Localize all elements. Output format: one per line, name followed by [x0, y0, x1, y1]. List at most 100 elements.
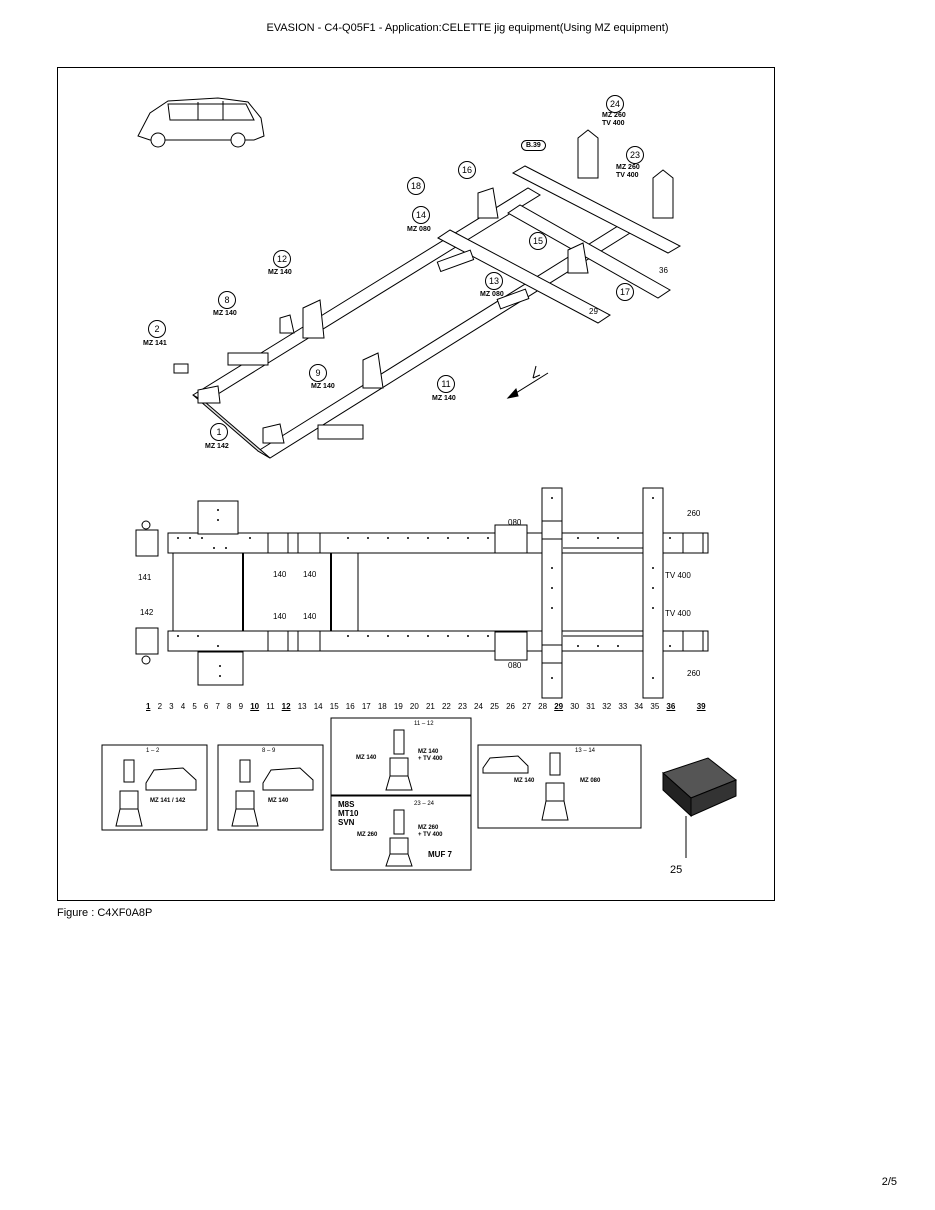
plan-080-bottom: 080 — [508, 661, 522, 670]
scale-mark: 27 — [522, 702, 532, 711]
scale-mark: 23 — [458, 702, 467, 711]
callout-8-code: MZ 140 — [213, 310, 237, 317]
panel-3-range: 11 – 12 — [414, 721, 434, 727]
callout-11-code: MZ 140 — [432, 395, 456, 402]
page-header: EVASION - C4-Q05F1 - Application:CELETTE… — [266, 22, 669, 34]
plan-140-c: 140 — [273, 612, 287, 621]
scale-mark: 12 — [281, 702, 291, 711]
scale-mark: 11 — [266, 702, 275, 711]
callout-15: 15 — [529, 231, 547, 250]
scale-mark: 36 — [666, 702, 676, 711]
callout-14-code: MZ 080 — [407, 226, 431, 233]
scale-mark: 5 — [192, 702, 197, 711]
scale-mark: 31 — [586, 702, 596, 711]
plan-140-d: 140 — [303, 612, 317, 621]
callout-8: 8 — [218, 290, 236, 309]
panel-1-code: MZ 141 / 142 — [150, 798, 186, 804]
plan-holes — [177, 497, 671, 679]
panel-8-9 — [217, 744, 324, 831]
scale-mark: 1 — [146, 702, 151, 711]
jig-diagram — [101, 97, 737, 871]
scale-mark: 33 — [618, 702, 628, 711]
figure-caption: Figure : C4XF0A8P — [57, 907, 153, 919]
callout-2: 2 — [148, 319, 166, 338]
panel-5-right: MZ 080 — [580, 778, 601, 784]
scale-mark: 7 — [215, 702, 220, 711]
page-number: 2/5 — [881, 1176, 897, 1188]
panel-23-24 — [330, 795, 472, 871]
scale-mark: 17 — [361, 702, 371, 711]
panel-5-left: MZ 140 — [514, 778, 535, 784]
callout-23-code: MZ 260 TV 400 — [616, 164, 640, 179]
plan-140-a: 140 — [273, 570, 287, 579]
panel-4-muf: MUF 7 — [428, 850, 452, 859]
plan-260-top: 260 — [687, 509, 701, 518]
scale-mark: 34 — [634, 702, 644, 711]
callout-23: 23 — [626, 145, 644, 164]
panel-4-range: 23 – 24 — [414, 801, 435, 807]
scale-mark: 6 — [203, 702, 209, 711]
figure-frame: 24 MZ 260 TV 400 23 MZ 260 TV 400 B.39 1… — [57, 67, 775, 901]
scale-mark: 18 — [377, 702, 387, 711]
callout-2-code: MZ 141 — [143, 340, 167, 347]
diagram-labels: 24 MZ 260 TV 400 23 MZ 260 TV 400 B.39 1… — [58, 68, 776, 902]
panel-4-right: MZ 260 + TV 400 — [418, 825, 443, 838]
callout-13: 13 — [485, 271, 503, 290]
scale-mark: 39 — [696, 702, 706, 711]
callout-9: 9 — [309, 363, 327, 382]
callout-1: 1 — [210, 422, 228, 441]
callout-18: 18 — [407, 176, 425, 195]
scale-mark: 2 — [157, 702, 163, 711]
panel-3-right: MZ 140 + TV 400 — [418, 749, 443, 762]
callout-b39: B.39 — [521, 140, 546, 151]
case-label: 25 — [670, 864, 683, 876]
callout-1-code: MZ 142 — [205, 443, 229, 450]
callout-24-code: MZ 260 TV 400 — [602, 112, 626, 127]
plan-tv400-a: TV 400 — [665, 571, 691, 580]
case-icon — [662, 757, 737, 858]
panel-5-range: 13 – 14 — [575, 748, 596, 754]
plan-142: 142 — [140, 608, 154, 617]
panel-4-left: MZ 260 — [357, 832, 378, 838]
scale-mark: 24 — [474, 702, 483, 711]
scale-mark: 19 — [393, 702, 403, 711]
scale-mark: 32 — [602, 702, 612, 711]
panel-4-types: M8S MT10 SVN — [338, 800, 359, 827]
plan-tv400-b: TV 400 — [665, 609, 691, 618]
callout-11: 11 — [437, 374, 455, 393]
callout-14: 14 — [412, 205, 430, 224]
callout-24: 24 — [606, 94, 624, 113]
scale-mark: 4 — [180, 702, 186, 711]
scale-mark: 10 — [250, 702, 260, 711]
scale-mark: 28 — [538, 702, 548, 711]
callout-12-code: MZ 140 — [268, 269, 292, 276]
scale-mark: 8 — [227, 702, 232, 711]
plan-view-bench — [135, 487, 709, 699]
scale-mark: 9 — [238, 702, 244, 711]
scale-mark: 14 — [313, 702, 323, 711]
plan-260-bottom: 260 — [687, 669, 701, 678]
plan-141: 141 — [138, 573, 152, 582]
panel-1-range: 1 – 2 — [146, 748, 160, 754]
mark-36: 36 — [659, 266, 668, 275]
scale-mark: 21 — [425, 702, 435, 711]
scale-mark: 15 — [329, 702, 339, 711]
callout-16: 16 — [458, 160, 476, 179]
callout-12: 12 — [273, 249, 291, 268]
scale-mark: 29 — [554, 702, 564, 711]
scale-mark: 20 — [409, 702, 419, 711]
mark-29: 29 — [589, 307, 598, 316]
vehicle-icon — [137, 97, 265, 148]
scale-mark: 35 — [650, 702, 660, 711]
callout-17: 17 — [616, 282, 634, 301]
scale-mark: 30 — [570, 702, 580, 711]
panel-2-range: 8 – 9 — [262, 748, 276, 754]
callout-9-code: MZ 140 — [311, 383, 335, 390]
scale-mark: 26 — [506, 702, 516, 711]
plan-140-b: 140 — [303, 570, 317, 579]
panel-3-left: MZ 140 — [356, 755, 377, 761]
panel-2-code: MZ 140 — [268, 798, 289, 804]
isometric-bench — [173, 129, 682, 459]
callout-13-code: MZ 080 — [480, 291, 504, 298]
